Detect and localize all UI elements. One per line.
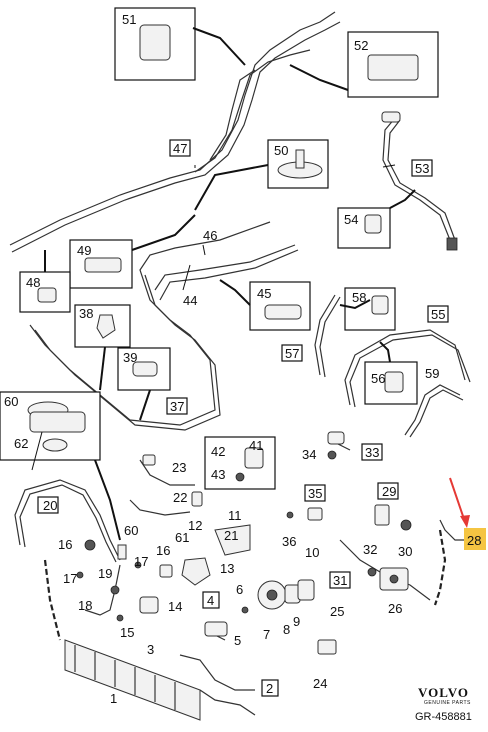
label-43: 43: [211, 467, 225, 482]
pipe-53-assembly: [381, 111, 458, 251]
label-49: 49: [77, 243, 91, 258]
label-16b: 16: [156, 543, 170, 558]
label-9: 9: [293, 614, 300, 629]
label-2: 2: [266, 681, 273, 696]
label-44: 44: [183, 293, 197, 308]
valve-14: [139, 596, 159, 614]
label-53: 53: [415, 161, 429, 176]
label-19: 19: [98, 566, 112, 581]
label-17a: 17: [63, 571, 77, 586]
label-57: 57: [285, 346, 299, 361]
label-29: 29: [382, 484, 396, 499]
label-14: 14: [168, 599, 182, 614]
detail-51: [114, 7, 196, 81]
label-7: 7: [263, 627, 270, 642]
label-46: 46: [203, 228, 217, 243]
label-21: 21: [224, 528, 238, 543]
label-5: 5: [234, 633, 241, 648]
detail-41: [204, 436, 276, 490]
detail-52: [347, 31, 439, 98]
label-60b: 60: [124, 523, 138, 538]
label-13: 13: [220, 561, 234, 576]
leaders: [31, 27, 416, 541]
label-20: 20: [43, 498, 57, 513]
label-35: 35: [308, 486, 322, 501]
label-42: 42: [211, 444, 225, 459]
label-10: 10: [305, 545, 319, 560]
label-26: 26: [388, 601, 402, 616]
label-36: 36: [282, 534, 296, 549]
label-50: 50: [274, 143, 288, 158]
thermostat-13: [181, 557, 211, 586]
label-60a: 60: [4, 394, 18, 409]
detail-56: [364, 361, 418, 405]
reference-code: GR-458881: [415, 711, 472, 723]
detail-39: [117, 347, 171, 391]
lower-pipes: [14, 439, 470, 716]
label-25: 25: [330, 604, 344, 619]
label-47: 47: [173, 141, 187, 156]
label-61: 61: [175, 530, 189, 545]
label-17b: 17: [134, 554, 148, 569]
bracket-11: [214, 524, 251, 556]
label-39: 39: [123, 350, 137, 365]
label-56: 56: [371, 371, 385, 386]
label-55: 55: [431, 307, 445, 322]
pump-8: [257, 580, 301, 610]
highlight-28-box: [464, 528, 486, 550]
label-45: 45: [257, 286, 271, 301]
label-boxes: [37, 139, 486, 697]
label-38: 38: [79, 306, 93, 321]
label-30: 30: [398, 544, 412, 559]
label-59: 59: [425, 366, 439, 381]
label-34: 34: [302, 447, 316, 462]
label-18: 18: [78, 598, 92, 613]
label-32: 32: [363, 542, 377, 557]
label-48: 48: [26, 275, 40, 290]
label-12: 12: [188, 518, 202, 533]
upper-pipe-bundle: [9, 11, 341, 431]
label-15: 15: [120, 625, 134, 640]
labels: 1 2 3 4 5 6 7 8 9 10 11 12 13 14 15 16 1…: [4, 12, 481, 706]
valve-9: [297, 579, 315, 601]
label-62: 62: [14, 436, 28, 451]
label-23: 23: [172, 460, 186, 475]
label-24: 24: [313, 676, 327, 691]
brand-tagline: GENUINE PARTS: [424, 700, 471, 706]
detail-60: [0, 391, 101, 461]
label-4: 4: [207, 593, 214, 608]
pipe-55-assembly: [314, 294, 471, 438]
label-6: 6: [236, 582, 243, 597]
label-51: 51: [122, 12, 136, 27]
valve-26: [379, 567, 409, 591]
highlight-arrow: [449, 477, 470, 528]
label-16a: 16: [58, 537, 72, 552]
label-33: 33: [365, 445, 379, 460]
label-22: 22: [173, 490, 187, 505]
brand-logo: VOLVO: [418, 685, 469, 700]
label-37: 37: [170, 399, 184, 414]
label-52: 52: [354, 38, 368, 53]
detail-49: [69, 239, 133, 289]
label-3: 3: [147, 642, 154, 657]
detail-54: [337, 207, 391, 249]
detail-50: [267, 139, 329, 189]
label-41: 41: [249, 438, 263, 453]
label-8: 8: [283, 622, 290, 637]
radiator: [64, 639, 201, 721]
detail-58: [344, 287, 396, 331]
label-11: 11: [228, 508, 242, 523]
detail-38: [74, 304, 131, 348]
label-28: 28: [467, 533, 481, 548]
detail-45: [249, 281, 311, 331]
label-31: 31: [333, 573, 347, 588]
brand-block: VOLVO GENUINE PARTS GR-458881: [415, 685, 472, 723]
label-58: 58: [352, 290, 366, 305]
label-54: 54: [344, 212, 358, 227]
label-1: 1: [110, 691, 117, 706]
